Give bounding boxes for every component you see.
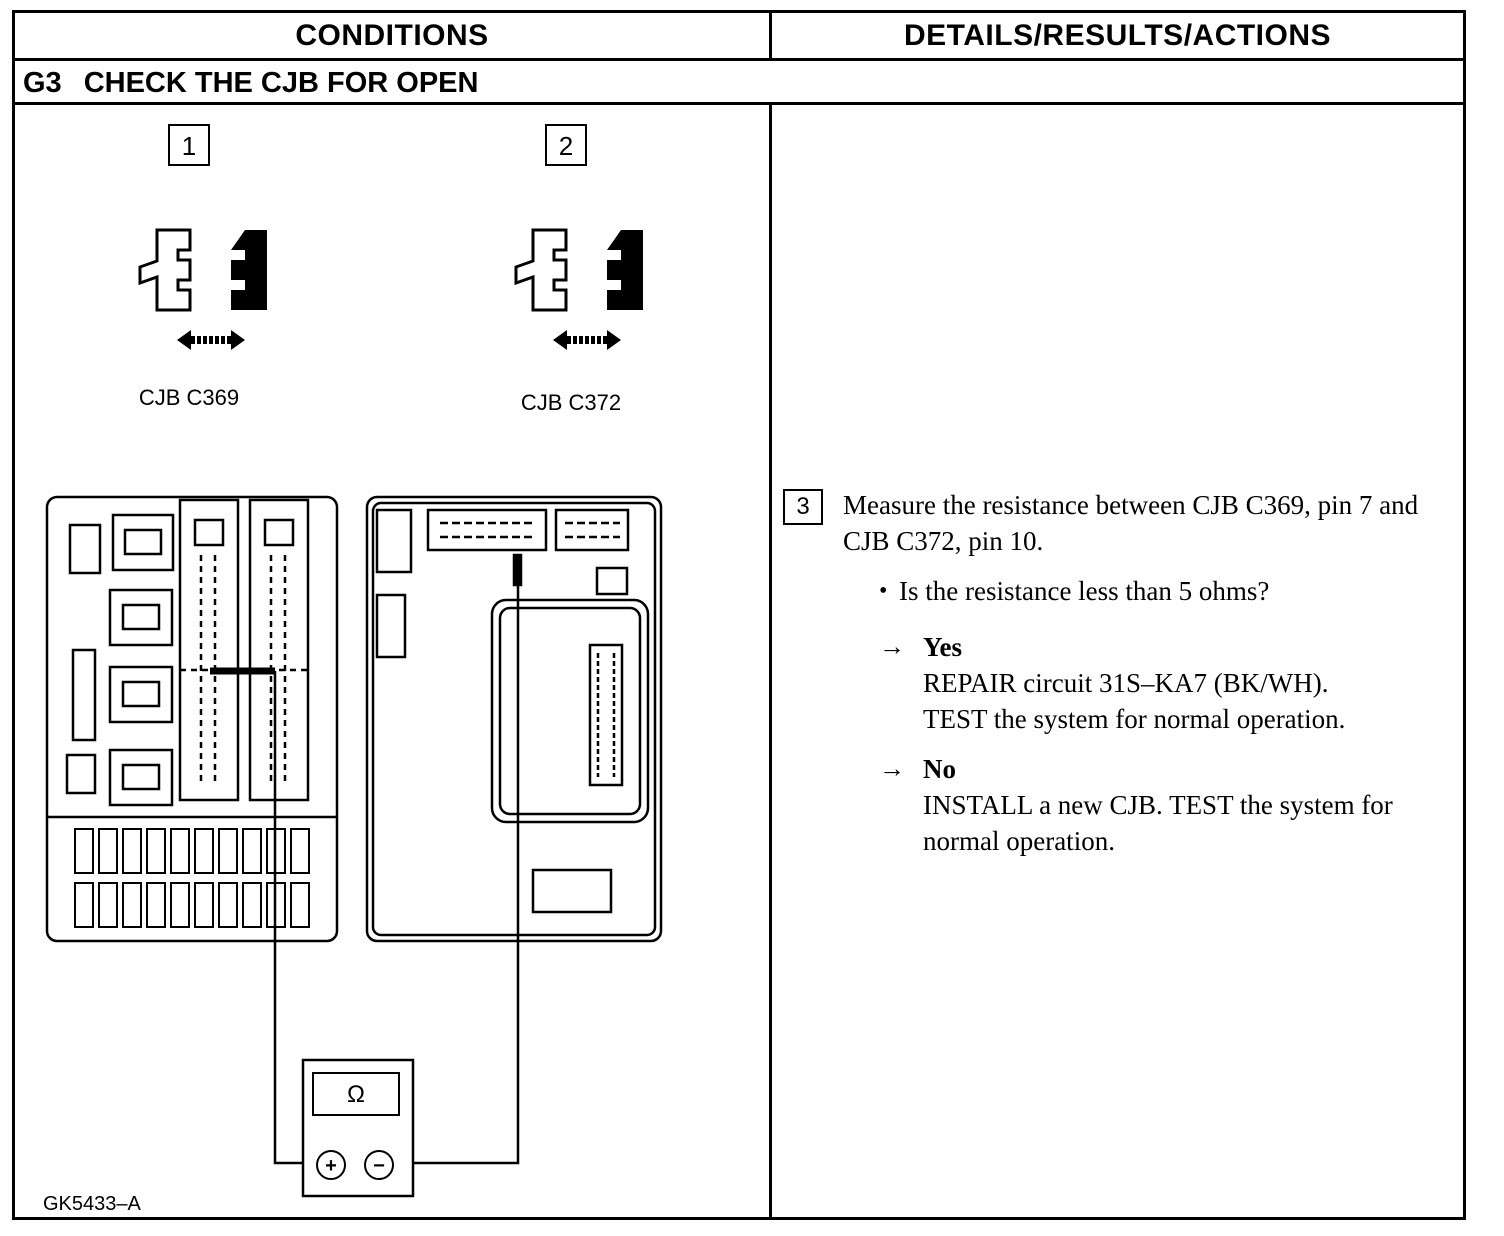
cjb-front-view xyxy=(45,495,339,943)
yes-action-line1: REPAIR circuit 31S–KA7 (BK/WH). xyxy=(923,668,1329,698)
yes-label: Yes xyxy=(923,632,962,662)
fuse xyxy=(242,882,262,928)
details-header: DETAILS/RESULTS/ACTIONS xyxy=(903,18,1332,52)
fuse xyxy=(242,828,262,874)
fuse xyxy=(194,882,214,928)
fuse xyxy=(74,828,94,874)
minus-terminal: − xyxy=(373,1155,385,1177)
disconnect-icon xyxy=(514,228,643,350)
connector-diagram: 1 2 CJB C369 CJB C372 xyxy=(45,124,663,1198)
no-arrow-icon: → xyxy=(879,754,905,783)
connector-2-label: CJB C372 xyxy=(521,390,621,415)
disconnect-icon xyxy=(138,228,267,350)
conditions-header: CONDITIONS xyxy=(15,13,772,58)
step-title: G3 CHECK THE CJB FOR OPEN xyxy=(23,61,478,105)
fuse xyxy=(122,882,142,928)
step-code: G3 xyxy=(23,66,62,99)
ohmmeter: Ω + − xyxy=(301,1058,415,1198)
fuse xyxy=(98,828,118,874)
column-divider xyxy=(769,105,772,1217)
fuse xyxy=(146,828,166,874)
question-text: Is the resistance less than 5 ohms? xyxy=(899,576,1270,606)
connector-2-callout: 2 xyxy=(545,124,587,166)
no-label: No xyxy=(923,754,956,784)
step-title-text: CHECK THE CJB FOR OPEN xyxy=(83,66,479,99)
fuse xyxy=(218,828,238,874)
connector-1-number: 1 xyxy=(182,131,196,161)
page-frame: CONDITIONS DETAILS/RESULTS/ACTIONS G3 CH… xyxy=(12,10,1466,1220)
bullet: • xyxy=(879,578,888,604)
cjb-rear-view xyxy=(365,495,663,943)
fuse xyxy=(122,828,142,874)
yes-action-line2: TEST the system for normal operation. xyxy=(923,704,1346,734)
fuse xyxy=(170,882,190,928)
connector-1-callout: 1 xyxy=(168,124,210,166)
connector-2-number: 2 xyxy=(559,131,573,161)
step-number: 3 xyxy=(783,489,823,525)
measure-instruction: Measure the resistance between CJB C369,… xyxy=(843,490,1419,556)
fuse xyxy=(290,828,310,874)
title-divider xyxy=(15,102,1463,105)
no-action: INSTALL a new CJB. TEST the system for n… xyxy=(923,790,1393,856)
ohm-symbol: Ω xyxy=(347,1081,365,1108)
fuse xyxy=(218,882,238,928)
fuse xyxy=(170,828,190,874)
fuse xyxy=(74,882,94,928)
header-divider xyxy=(15,58,1463,61)
fuse xyxy=(98,882,118,928)
connector-1-label: CJB C369 xyxy=(139,385,239,410)
fuse xyxy=(290,882,310,928)
yes-arrow-icon: → xyxy=(879,632,905,661)
fuse xyxy=(146,882,166,928)
plus-terminal: + xyxy=(325,1155,337,1177)
fuse xyxy=(194,828,214,874)
figure-code: GK5433–A xyxy=(43,1193,141,1215)
